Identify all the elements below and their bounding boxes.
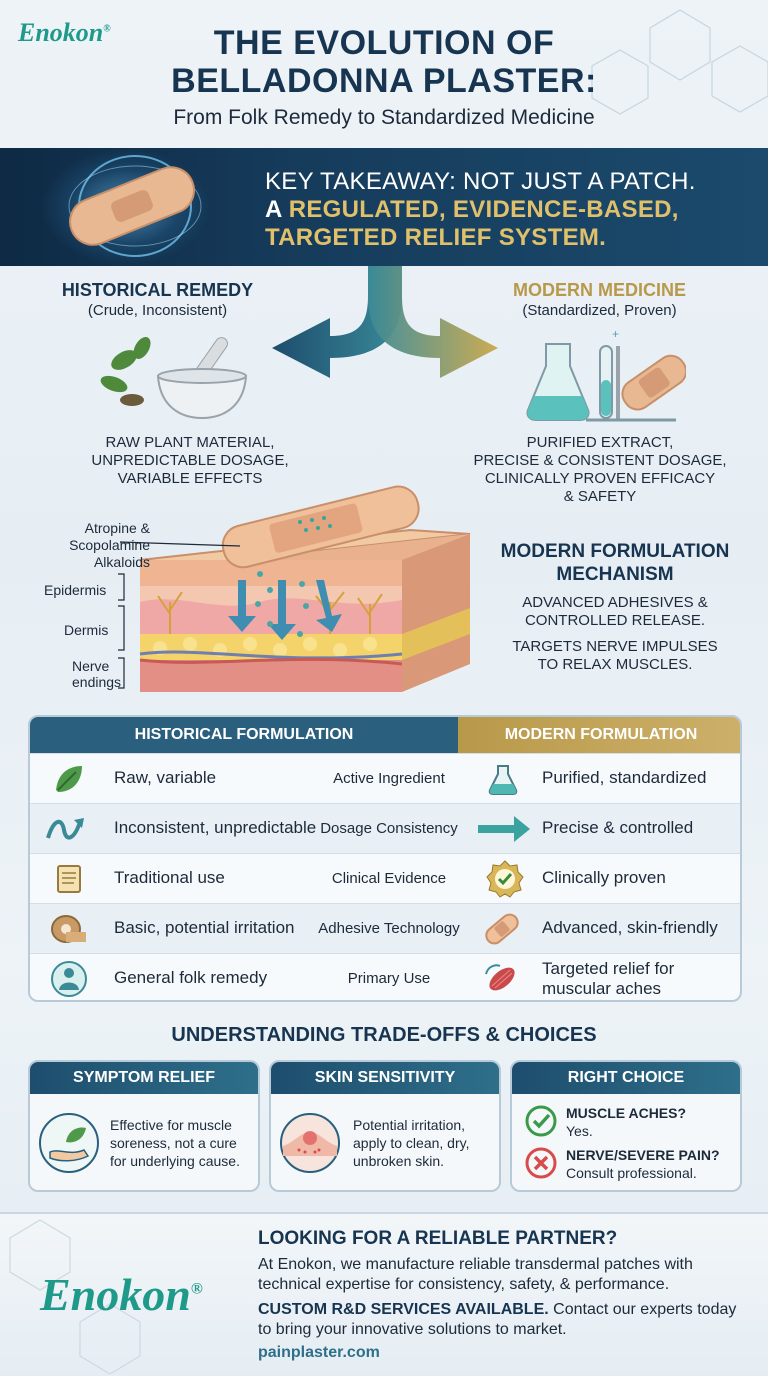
modern-value: Targeted relief for muscular aches [542,959,675,998]
attribute-label: Clinical Evidence [331,870,447,887]
flask-icon [488,765,518,795]
historical-value: General folk remedy [114,968,268,987]
mechanism-text-2: TARGETS NERVE IMPULSES TO RELAX MUSCLES. [512,638,718,673]
enokon-logo[interactable]: Enokon® [18,18,111,47]
card-title: SYMPTOM RELIEF [30,1062,258,1094]
x-circle-icon [525,1147,557,1179]
takeaway-line-1: KEY TAKEAWAY: NOT JUST A PATCH. [265,168,696,195]
epidermis-label: Epidermis [44,582,107,598]
title-line-2: BELLADONNA PLASTER: [171,62,597,100]
card-text: Potential irritation, apply to clean, dr… [353,1117,470,1169]
layer-brackets-decoration [118,573,125,689]
hand-leaf-icon [39,1113,99,1173]
attribute-label: Primary Use [347,970,431,987]
card-title: RIGHT CHOICE [512,1062,740,1094]
tape-roll-icon [51,915,86,943]
table-head-historical: HISTORICAL FORMULATION [30,717,458,753]
comparison-table: HISTORICAL FORMULATION MODERN FORMULATIO… [28,715,742,1002]
choice-yes: MUSCLE ACHES? Yes. [566,1105,687,1139]
right-choice-card: RIGHT CHOICE MUSCLE ACHES? Yes. NERVE/SE… [510,1060,742,1192]
enokon-logo-large[interactable]: Enokon® [40,1269,203,1320]
website-link[interactable]: painplaster.com [258,1344,380,1361]
card-text: Effective for muscle soreness, not a cur… [110,1117,240,1169]
modern-value: Precise & controlled [542,818,694,837]
page-title: THE EVOLUTION OF BELLADONNA PLASTER: [0,24,768,100]
page-subtitle: From Folk Remedy to Standardized Medicin… [173,106,595,129]
squiggle-arrow-icon [46,818,84,840]
svg-text:+: + [612,327,619,341]
irritated-skin-icon [280,1113,340,1173]
footer-cta: CUSTOM R&D SERVICES AVAILABLE. Contact o… [258,1301,737,1338]
leaf-icon [56,766,82,792]
table-row: Basic, potential irritation Adhesive Tec… [30,903,740,953]
title-line-1: THE EVOLUTION OF [213,24,555,62]
historical-subheading: (Crude, Inconsistent) [87,302,228,319]
attribute-label: Active Ingredient [333,770,445,787]
skin-sensitivity-card: SKIN SENSITIVITY Potential irritation, a… [269,1060,501,1192]
historical-value: Inconsistent, unpredictable [114,818,317,837]
mechanism-text-1: ADVANCED ADHESIVES & CONTROLLED RELEASE. [522,594,708,629]
person-icon [51,961,87,997]
check-badge-icon [486,860,524,898]
choice-consult: NERVE/SEVERE PAIN? Consult professional. [566,1147,720,1181]
table-row: Raw, variable Active Ingredient Purified… [30,753,740,803]
skin-cross-section-illustration [120,485,471,692]
modern-heading: MODERN MEDICINE [512,280,686,300]
hexagon-pattern-decoration [9,1219,141,1374]
card-title: SKIN SENSITIVITY [271,1062,499,1094]
symptom-relief-card: SYMPTOM RELIEF Effective for muscle sore… [28,1060,260,1192]
muscle-icon [485,964,515,991]
table-row: Inconsistent, unpredictable Dosage Consi… [30,803,740,853]
table-row: General folk remedy Primary Use Targeted… [30,953,740,1000]
alkaloids-label: Atropine & Scopolamine Alkaloids [69,520,150,570]
arrow-right-icon [478,816,530,842]
table-row: Traditional use Clinical Evidence Clinic… [30,853,740,903]
lab-flask-icon: + [526,327,686,422]
nerve-endings-label: Nerve endings [72,658,122,690]
dermis-label: Dermis [64,622,109,638]
footer-heading: LOOKING FOR A RELIABLE PARTNER? [258,1228,618,1249]
mechanism-title: MODERN FORMULATION MECHANISM [500,541,730,585]
tradeoffs-title: UNDERSTANDING TRADE-OFFS & CHOICES [171,1024,597,1046]
modern-value: Purified, standardized [542,768,707,787]
herbs-mortar-icon [100,337,248,420]
bandage-icon [485,913,519,945]
historical-value: Basic, potential irritation [114,918,295,937]
table-head-modern: MODERN FORMULATION [458,717,740,753]
modern-subheading: (Standardized, Proven) [522,302,677,319]
takeaway-line-3: TARGETED RELIEF SYSTEM. [265,224,607,251]
modern-description: PURIFIED EXTRACT, PRECISE & CONSISTENT D… [473,434,727,505]
historical-description: RAW PLANT MATERIAL, UNPREDICTABLE DOSAGE… [91,434,289,487]
attribute-label: Adhesive Technology [318,920,460,937]
scroll-icon [57,865,81,893]
modern-value: Clinically proven [542,868,666,887]
check-circle-icon [525,1105,557,1137]
takeaway-line-2: A REGULATED, EVIDENCE-BASED, [265,196,679,223]
attribute-label: Dosage Consistency [320,820,458,837]
footer-paragraph: At Enokon, we manufacture reliable trans… [258,1256,693,1293]
hexagon-pattern-decoration [591,9,768,115]
historical-value: Traditional use [114,868,225,887]
historical-value: Raw, variable [114,768,217,787]
modern-value: Advanced, skin-friendly [542,918,718,937]
split-arrows-icon [272,266,498,378]
historical-heading: HISTORICAL REMEDY [61,280,254,300]
footer [0,1212,768,1376]
